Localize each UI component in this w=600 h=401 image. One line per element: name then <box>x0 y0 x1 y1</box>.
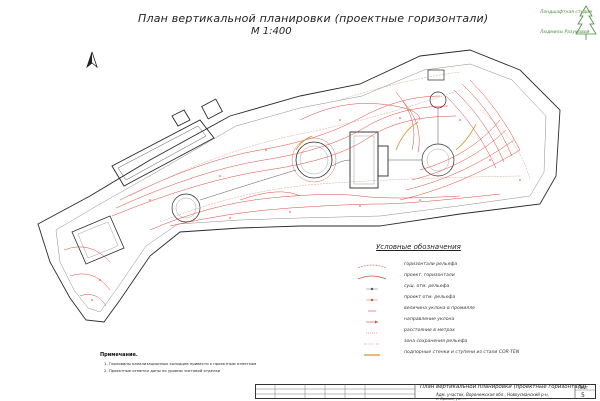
note-line: 2. Проектные отметки даны по уровню чист… <box>104 368 221 373</box>
title-block-title: План вертикальной планировки (проектные … <box>420 384 587 390</box>
pool-building <box>111 98 223 187</box>
inner-boundary <box>55 63 547 313</box>
legend-label: проект отм. рельефа <box>404 295 456 300</box>
notes-title: Примечание. <box>100 352 138 358</box>
north-arrow-icon <box>86 52 98 68</box>
existing-contours <box>129 71 531 223</box>
legend-label: направление уклона <box>404 317 455 322</box>
title-block-address-1: Адм. участок, Воронежская обл., Новоусма… <box>436 392 549 397</box>
studio-logo <box>575 5 597 40</box>
design-elevation-symbol <box>366 298 378 302</box>
design-contour-symbol <box>357 275 387 280</box>
title-block-grid <box>255 384 596 399</box>
slope-direction-symbol <box>366 320 378 324</box>
design-contours <box>63 79 521 307</box>
existing-elevation-symbol <box>366 287 378 291</box>
legend-row: направление уклона <box>356 317 596 327</box>
legend-row: сущ. отм. рельефа <box>356 284 596 294</box>
legend-row: подпорные стенки и ступени из стали COR-… <box>356 350 596 360</box>
title-block <box>255 384 596 399</box>
logo-line-1: Ландшафтная студия <box>540 10 592 15</box>
tree-icon <box>575 5 597 40</box>
existing-contour-symbol <box>357 264 387 269</box>
legend-title: Условные обозначения <box>376 243 461 251</box>
logo-line-2: Людмилы Разумовой <box>540 30 590 35</box>
legend-label: зона сохранения рельефа <box>404 339 468 344</box>
retaining-wall-symbol <box>364 354 380 356</box>
retaining-walls <box>295 121 477 151</box>
legend-row: проект отм. рельефа <box>356 295 596 305</box>
drawing-title: План вертикальной планировки (проектные … <box>138 12 489 25</box>
distance-symbol <box>366 332 378 334</box>
main-house <box>349 131 389 189</box>
legend-label: горизонтали рельефа <box>404 262 458 267</box>
note-line: 1. Горловины канализационных колодцев пр… <box>104 361 257 366</box>
sheet-number: 5 <box>581 392 585 399</box>
legend-label: подпорные стенки и ступени из стали COR-… <box>404 350 520 355</box>
sheet-label: Лист <box>578 385 589 390</box>
legend-label: величина уклона в промилле <box>404 306 475 311</box>
slope-value-symbol <box>368 310 376 312</box>
round-plaza <box>171 193 201 223</box>
drawing-scale: М 1:400 <box>251 26 292 37</box>
legend-label: сущ. отм. рельефа <box>404 284 450 289</box>
elevation-marks <box>91 117 521 301</box>
site-boundary <box>37 49 561 323</box>
garden-paths <box>199 108 439 201</box>
legend-row: горизонтали рельефа <box>356 262 596 272</box>
court <box>71 215 125 265</box>
title-block-address-2: с. Орлово, ул. ... <box>436 397 466 401</box>
legend-row: расстояние в метрах <box>356 328 596 338</box>
legend-label: проект. горизонтали <box>404 273 455 278</box>
legend-row: зона сохранения рельефа <box>356 339 596 349</box>
legend-row: проект. горизонтали <box>356 273 596 283</box>
legend-label: расстояние в метрах <box>404 328 455 333</box>
legend-row: величина уклона в промилле <box>356 306 596 316</box>
central-circle <box>291 137 337 183</box>
relief-preservation-zone-symbol <box>364 343 380 345</box>
